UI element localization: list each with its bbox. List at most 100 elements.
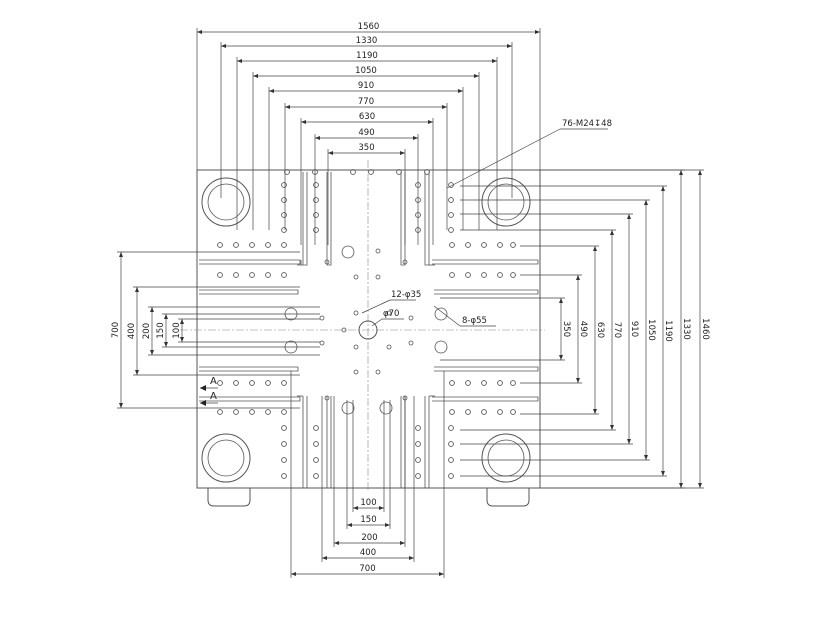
tapped-hole — [249, 272, 255, 278]
dimension-arrow — [559, 355, 563, 360]
dimension-arrow — [428, 120, 433, 124]
tapped-hole — [281, 409, 287, 415]
tapped-hole — [217, 409, 223, 415]
tapped-hole — [497, 409, 503, 415]
dimension-arrow — [439, 572, 444, 576]
dimension-arrow — [237, 59, 242, 63]
tapped-hole — [510, 380, 516, 386]
dimension-arrow — [698, 170, 702, 175]
tapped-hole — [217, 242, 223, 248]
tapped-hole — [313, 227, 319, 233]
tapped-hole — [415, 473, 421, 479]
dimension-arrow — [347, 523, 352, 527]
left-dimension-label: 700 — [111, 322, 121, 338]
right-dimension-label: 1330 — [681, 318, 691, 340]
right-dimension-label: 490 — [578, 321, 588, 337]
tapped-hole — [233, 380, 239, 386]
dimension-arrow — [269, 89, 274, 93]
tapped-hole — [233, 242, 239, 248]
tapped-hole — [313, 473, 319, 479]
tie-bar-top-left — [201, 177, 251, 227]
left-dimension-label: 150 — [156, 322, 166, 338]
tapped-hole — [233, 272, 239, 278]
bottom-dimension-label: 100 — [360, 498, 376, 508]
center-lines — [180, 160, 545, 490]
bottom-dimension-label: 200 — [361, 533, 377, 543]
tapped-hole — [265, 242, 271, 248]
dimension-arrow — [610, 230, 614, 235]
dimension-arrow — [627, 214, 631, 219]
dimension-arrow — [301, 120, 306, 124]
tapped-hole — [396, 169, 402, 175]
tapped-hole — [281, 380, 287, 386]
tapped-hole — [313, 457, 319, 463]
dimension-arrow — [385, 523, 390, 527]
tapped-hole — [448, 197, 454, 203]
top-dimension-label: 910 — [358, 81, 374, 91]
dimension-arrow — [150, 307, 154, 312]
tapped-hole — [465, 242, 471, 248]
dimension-arrow — [164, 342, 168, 347]
tapped-hole — [449, 409, 455, 415]
dimension-arrow — [474, 74, 479, 78]
callout-tapped-holes: 76-M24↧48 — [562, 119, 612, 129]
left-dimension-label: 100 — [172, 322, 182, 338]
tapped-hole — [281, 425, 287, 431]
top-dimension-label: 1330 — [356, 36, 378, 46]
tapped-hole — [281, 457, 287, 463]
dimension-arrow — [135, 287, 139, 292]
dimension-arrow — [119, 252, 123, 257]
tapped-hole — [449, 380, 455, 386]
dimension-arrow — [221, 44, 226, 48]
callout-center-bore: φ70 — [383, 309, 399, 319]
tapped-hole — [510, 242, 516, 248]
dimension-arrow — [400, 151, 405, 155]
right-dimension-label: 1460 — [700, 318, 710, 340]
tapped-hole — [481, 272, 487, 278]
bottom-dimension-label: 150 — [360, 515, 376, 525]
dimension-arrow — [593, 246, 597, 251]
right-dimension-label: 910 — [629, 321, 639, 337]
tapped-hole — [497, 380, 503, 386]
tapped-hole-pattern — [217, 169, 516, 479]
tapped-hole — [448, 441, 454, 447]
tapped-hole — [233, 409, 239, 415]
dimension-arrow — [627, 439, 631, 444]
tapped-hole — [281, 272, 287, 278]
dimension-arrow — [135, 370, 139, 375]
tapped-hole — [281, 182, 287, 188]
dimension-arrow — [353, 506, 358, 510]
tapped-hole — [465, 409, 471, 415]
tapped-hole — [217, 272, 223, 278]
dimension-arrow — [644, 455, 648, 460]
tapped-hole — [281, 441, 287, 447]
tapped-hole — [249, 242, 255, 248]
dimension-arrow — [315, 136, 320, 140]
right-dimension-label: 1050 — [646, 319, 656, 341]
dimension-arrow — [328, 151, 333, 155]
dimension-arrow — [253, 74, 258, 78]
top-dimension-label: 1560 — [358, 22, 380, 32]
dimension-arrow — [150, 350, 154, 355]
dimension-arrow — [661, 186, 665, 191]
dimension-arrow — [291, 572, 296, 576]
dimension-arrow — [379, 506, 384, 510]
tapped-hole — [249, 380, 255, 386]
dimension-arrow — [679, 170, 683, 175]
dimension-arrow — [197, 30, 202, 34]
dimension-arrow — [507, 44, 512, 48]
dimension-arrow — [576, 275, 580, 280]
dimension-arrow — [180, 337, 184, 342]
tapped-hole — [448, 227, 454, 233]
tapped-hole — [448, 425, 454, 431]
top-dimension-label: 1050 — [355, 66, 377, 76]
tapped-hole — [465, 272, 471, 278]
tapped-hole — [284, 169, 290, 175]
dimension-arrow — [322, 556, 327, 560]
tapped-hole — [424, 169, 430, 175]
right-dimension-label: 350 — [561, 321, 571, 337]
left-dimension-label: 400 — [127, 323, 137, 339]
